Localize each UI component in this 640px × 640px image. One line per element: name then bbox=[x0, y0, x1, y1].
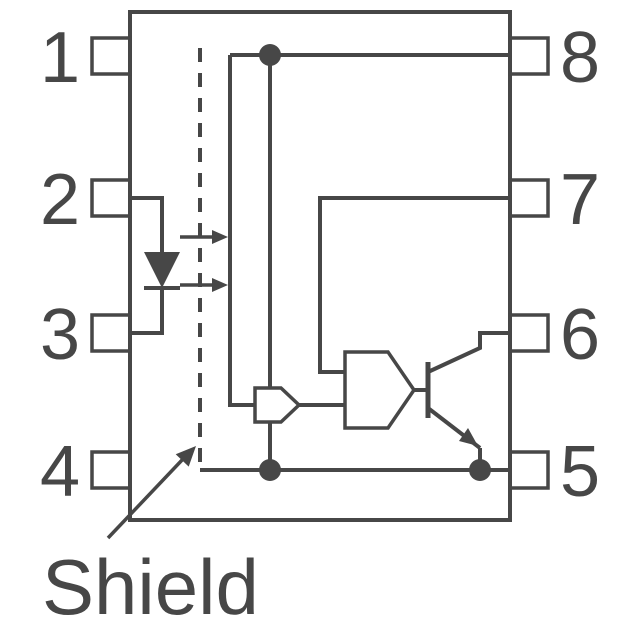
input-led-branch bbox=[130, 196, 180, 335]
shield-arrow-shaft bbox=[106, 457, 185, 540]
light-arrow-1-head-icon bbox=[212, 230, 228, 244]
pin-4-box bbox=[90, 450, 132, 490]
light-arrow-2-head-icon bbox=[212, 278, 228, 292]
pin-1-label: 1 bbox=[40, 18, 80, 98]
junction-dot-bottom-right bbox=[469, 459, 491, 481]
junction-dot-bottom-left bbox=[259, 459, 281, 481]
right-pin-boxes bbox=[508, 36, 550, 490]
pin-2-label: 2 bbox=[40, 160, 80, 240]
output-transistor bbox=[425, 331, 510, 470]
pin-8-box bbox=[508, 36, 550, 76]
gate-icon bbox=[343, 350, 417, 430]
led-anode-wire bbox=[130, 196, 164, 252]
pin-3-label: 3 bbox=[40, 295, 80, 375]
led-diode-icon bbox=[144, 252, 180, 288]
pin-5-label: 5 bbox=[560, 432, 600, 512]
shield-callout: Shield bbox=[42, 446, 259, 631]
bottom-rail bbox=[200, 459, 510, 481]
light-emission-arrows bbox=[180, 230, 228, 292]
pin-4-label: 4 bbox=[40, 432, 80, 512]
pin-6-label: 6 bbox=[560, 295, 600, 375]
enable-wire-pin7 bbox=[318, 196, 510, 374]
ic-body-outline bbox=[128, 10, 512, 522]
pin-3-box bbox=[90, 313, 132, 353]
pin-7-box bbox=[508, 178, 550, 218]
collector-wire-pin6 bbox=[427, 331, 510, 374]
pin-8-label: 8 bbox=[560, 18, 600, 98]
pin-1-box bbox=[90, 36, 132, 76]
emitter-arrow-icon bbox=[459, 428, 478, 446]
left-pin-boxes bbox=[90, 36, 132, 490]
pin-7-label: 7 bbox=[560, 160, 600, 240]
pin-6-box bbox=[508, 313, 550, 353]
photodiode-icon bbox=[253, 386, 302, 424]
pin-numbers: 1 2 3 4 8 7 6 5 bbox=[40, 18, 600, 512]
pin-2-box bbox=[90, 178, 132, 218]
shield-label: Shield bbox=[42, 543, 259, 631]
pin-5-box bbox=[508, 450, 550, 490]
shield-arrow-head-icon bbox=[175, 446, 196, 467]
led-cathode-wire bbox=[130, 288, 164, 335]
rail-drop-wire bbox=[228, 55, 255, 407]
